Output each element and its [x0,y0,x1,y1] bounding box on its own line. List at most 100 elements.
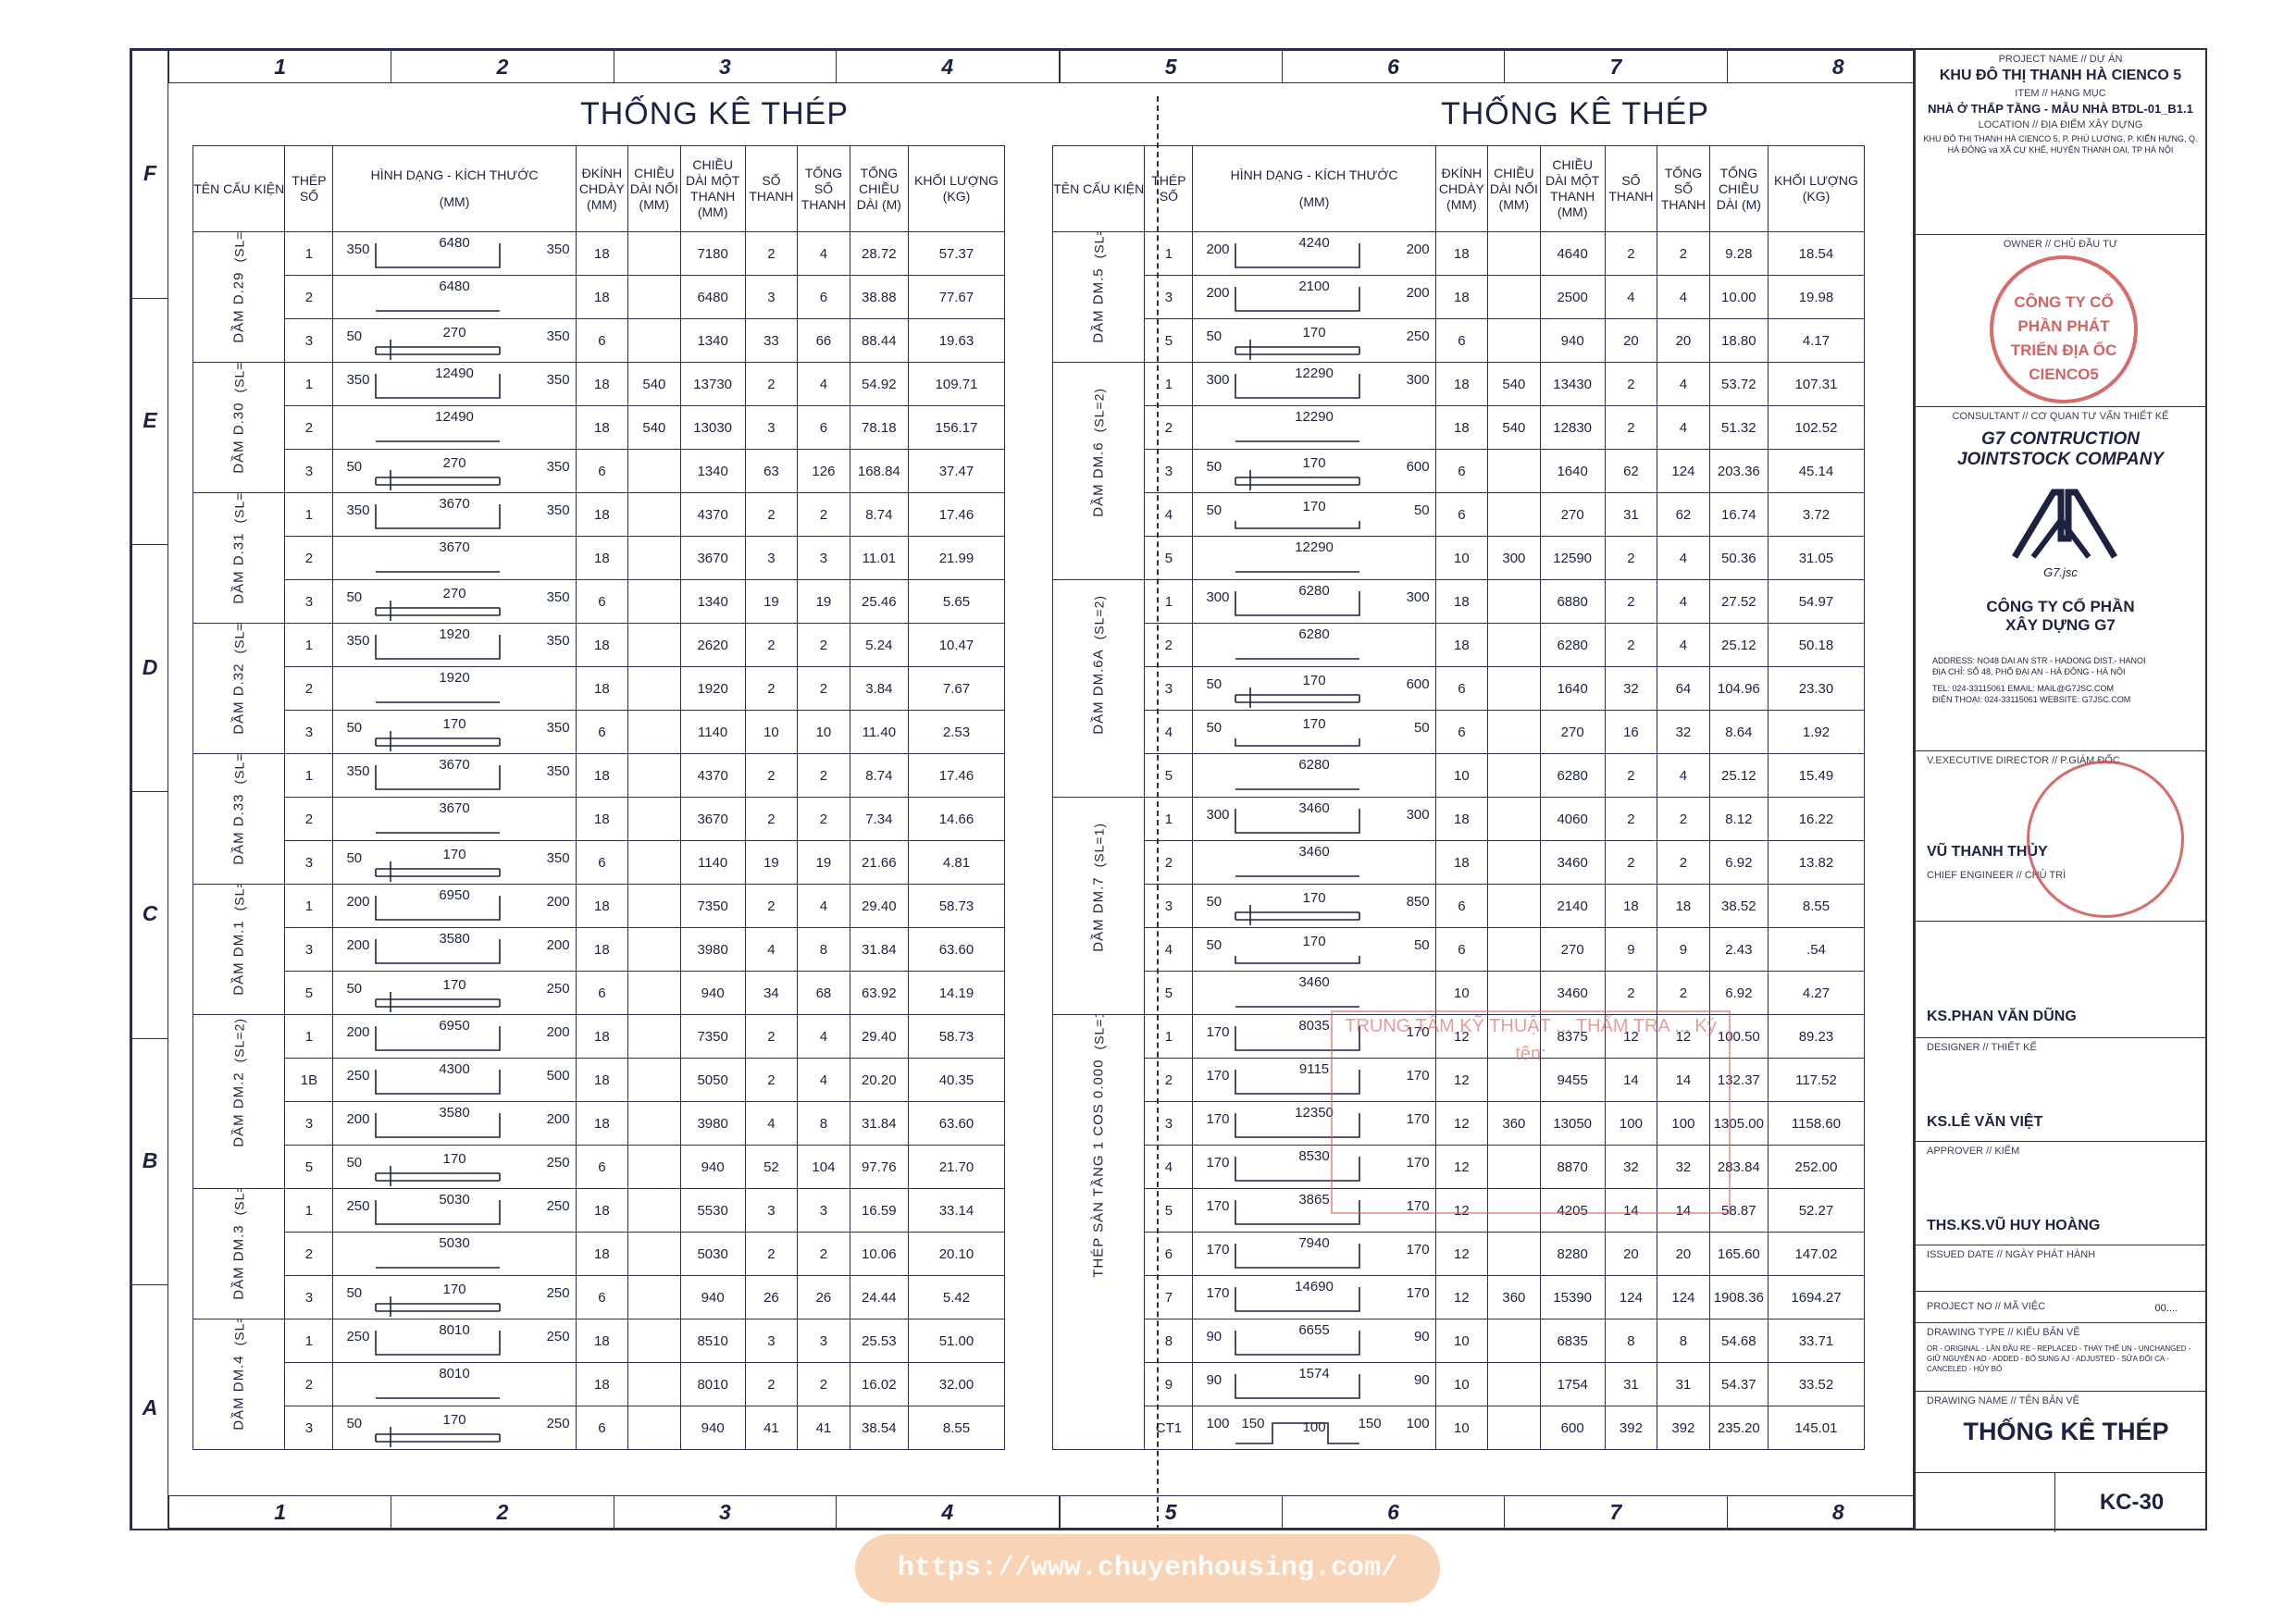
bar-count: 16 [1604,710,1658,754]
bar-length: 7350 [679,884,746,928]
weight: .54 [1767,927,1866,972]
bar-count: 2 [744,1232,799,1276]
bar-shape-icon [1235,1331,1361,1356]
project-name: KHU ĐÔ THỊ THANH HÀ CIENCO 5 [1939,68,2182,83]
weight: 4.17 [1767,318,1866,363]
bar-count: 20 [1604,318,1658,363]
bar-shape: 12490 [332,405,577,450]
bar-length: 270 [1539,710,1606,754]
member-name: THÉP SÀN TẦNG 1 COS 0.000(SL=1) [1051,1014,1146,1450]
total-count: 4 [1657,536,1710,580]
diameter: 10 [1434,971,1489,1015]
member-name: DẦM DM.6(SL=2) [1051,362,1146,580]
weight: 4.27 [1767,971,1866,1015]
total-count: 32 [1657,710,1710,754]
bar-shape-icon [1235,905,1361,925]
splice-length [1487,666,1541,711]
total-length: 11.01 [849,536,909,580]
bar-number: 2 [284,666,334,711]
splice-length [1487,449,1541,493]
total-count: 2 [1657,231,1710,276]
bar-length: 6835 [1539,1319,1606,1363]
weight: 18.54 [1767,231,1866,276]
diameter: 18 [1434,231,1489,276]
weight: 21.70 [907,1145,1006,1189]
bar-length: 3980 [679,927,746,972]
weight: 57.37 [907,231,1006,276]
bar-shape-icon [375,340,502,360]
bar-length: 270 [1539,927,1606,972]
bar-number: 1 [1144,362,1194,406]
splice-length [627,1275,681,1319]
bar-shape-icon [375,731,502,751]
bar-number: 2 [1144,1058,1194,1102]
bar-shape-icon [1235,1374,1361,1399]
total-count: 2 [797,1362,850,1406]
bar-count: 2 [1604,579,1658,624]
bar-number: 2 [284,275,334,319]
splice-length: 360 [1487,1275,1541,1319]
diameter: 6 [1434,710,1489,754]
bar-shape-icon [375,243,502,268]
weight: 20.10 [907,1232,1006,1276]
total-count: 14 [1657,1188,1710,1233]
bar-count: 2 [744,1362,799,1406]
weight: 8.55 [907,1406,1006,1450]
company-name-1: CÔNG TY CỔ PHẦN [1986,598,2135,615]
bar-shape-icon [1235,591,1361,616]
total-length: 203.36 [1708,449,1769,493]
splice-length [1487,1406,1541,1450]
bar-shape-icon [1235,1113,1361,1138]
bar-shape-icon [375,1200,502,1225]
weight: 40.35 [907,1058,1006,1102]
splice-length [627,1406,681,1450]
total-count: 2 [797,753,850,798]
weight: 16.22 [1767,797,1866,841]
bar-count: 2 [1604,362,1658,406]
diameter: 18 [575,666,629,711]
bar-shape-icon [375,635,502,660]
diameter: 18 [575,1319,629,1363]
weight: 102.52 [1767,405,1866,450]
location-text: KHU ĐÔ THỊ THANH HÀ CIENCO 5, P. PHÚ LƯƠ… [1923,134,2198,155]
chief-label: CHIEF ENGINEER // CHỦ TRÌ [1927,870,2066,881]
total-count: 2 [1657,971,1710,1015]
bar-length: 600 [1539,1406,1606,1450]
bar-count: 2 [1604,797,1658,841]
bar-shape: 8010 [332,1362,577,1406]
bar-count: 2 [744,753,799,798]
watermark-link[interactable]: https://www.chuyenhousing.com/ [855,1534,1440,1603]
splice-length [627,1145,681,1189]
total-count: 4 [1657,623,1710,667]
total-length: 6.92 [1708,971,1769,1015]
splice-length [1487,971,1541,1015]
total-count: 4 [797,362,850,406]
diameter: 6 [1434,449,1489,493]
header-total_count: TỔNG SỐ THANH [1657,145,1710,232]
weight: 19.98 [1767,275,1866,319]
splice-length [1487,884,1541,928]
weight: 252.00 [1767,1145,1866,1189]
bar-count: 52 [744,1145,799,1189]
bar-number: 3 [284,840,334,885]
bar-shape-icon [376,571,501,573]
bar-count: 2 [744,884,799,928]
member-name: DẦM D.30(SL=2) [192,362,286,493]
total-length: 25.46 [849,579,909,624]
weight: 10.47 [907,623,1006,667]
weight: 5.65 [907,579,1006,624]
diameter: 10 [1434,1362,1489,1406]
bar-length: 1920 [679,666,746,711]
bar-shape-icon [375,1026,502,1051]
